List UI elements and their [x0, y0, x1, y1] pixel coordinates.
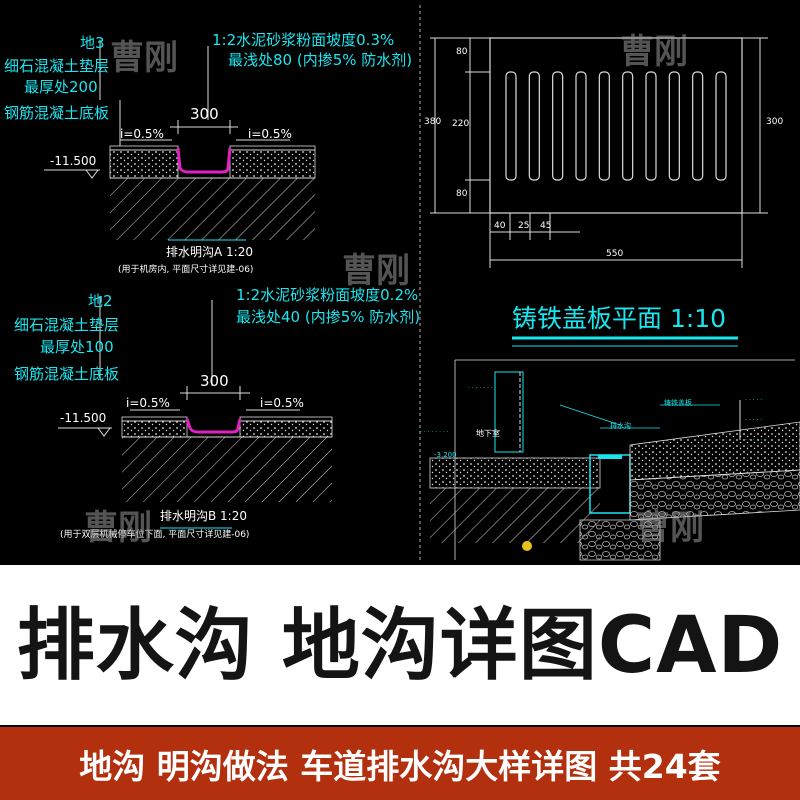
cad-drawing: . . . . . . . . . . . . . . . . . . . . …	[4, 5, 800, 561]
watermark: 曹刚	[620, 32, 688, 72]
detail-a-title: 排水明沟A 1:20	[166, 245, 253, 259]
svg-text:. . . . .: . . . . .	[745, 395, 762, 402]
detail-b-slope-left: i=0.5%	[126, 396, 170, 410]
cover-plan-title: 铸铁盖板平面 1:10	[512, 304, 727, 333]
trench-section: . . . . . . . . . . . . . . . . . . . . …	[420, 359, 800, 561]
cover-slot	[715, 71, 727, 181]
cover-slot	[668, 71, 680, 181]
cover-slot	[598, 71, 610, 181]
watermark: 曹刚	[636, 508, 704, 548]
section-label-trench: 排水沟	[610, 422, 631, 430]
detail-b-layer1-note: 最厚处100	[40, 338, 114, 356]
cover-dim-left-total: 380	[424, 117, 442, 127]
cover-slot	[622, 71, 634, 181]
detail-a-subtitle: (用于机房内, 平面尺寸详见建-06)	[118, 265, 254, 275]
section-label-level: -3.200	[434, 451, 457, 459]
watermark: 曹刚	[84, 508, 152, 548]
detail-b-layer2: 钢筋混凝土底板	[14, 365, 120, 383]
cover-dim-left-mid: 220	[452, 119, 470, 129]
cover-dim-left-top: 80	[456, 47, 468, 57]
detail-b-subtitle: (用于双层机械停车位下面, 平面尺寸详见建-06)	[60, 530, 250, 540]
detail-b-floor: 地2	[88, 292, 113, 310]
detail-a-layer1-note: 最厚处200	[24, 78, 98, 96]
title-banner	[0, 565, 800, 725]
svg-text:. . . . . . . .: . . . . . . . .	[420, 427, 449, 434]
cover-plan	[419, 5, 768, 560]
watermark: 曹刚	[342, 251, 410, 291]
cover-dim-bottom-part-3: 45	[540, 221, 552, 231]
detail-a-level: -11.500	[50, 154, 97, 168]
cover-dim-bottom-part-1: 40	[494, 221, 506, 231]
svg-text:. . . . .: . . . . .	[745, 435, 762, 442]
detail-a-section	[44, 40, 316, 241]
watermark: 曹刚	[110, 38, 178, 78]
cover-dim-right: 300	[766, 117, 784, 127]
cover-slot	[645, 71, 657, 181]
detail-b-slope-right: i=0.5%	[260, 396, 304, 410]
detail-a-slope-left: i=0.5%	[120, 127, 164, 141]
section-label-cover: 铸铁盖板	[664, 399, 692, 407]
cover-slot	[505, 71, 517, 181]
cover-dim-bottom-total: 550	[606, 249, 624, 259]
detail-a-mortar-note: 最浅处80 (内掺5% 防水剂)	[228, 51, 413, 69]
section-label-underground: 地下室	[476, 429, 500, 438]
svg-text:. . . . .: . . . . .	[745, 415, 762, 422]
banner-title: 排水沟 地沟详图CAD	[16, 601, 784, 691]
footer-bar	[0, 727, 800, 800]
cad-linework: . . . . . . . . . . . . . . . . . . . . …	[44, 5, 800, 561]
cover-dim-left-bottom: 80	[456, 189, 468, 199]
detail-b-mortar: 1:2水泥砂浆粉面坡度0.2%	[236, 286, 419, 304]
cover-slot	[528, 71, 540, 181]
detail-a-width: 300	[190, 105, 219, 123]
detail-a-layer2: 钢筋混凝土底板	[4, 104, 110, 122]
cover-slot	[552, 71, 564, 181]
detail-a-mortar: 1:2水泥砂浆粉面坡度0.3%	[212, 31, 395, 49]
detail-b-section	[58, 296, 333, 529]
cover-slot	[575, 71, 587, 181]
svg-text:. . . . . . .: . . . . . . .	[468, 383, 493, 390]
detail-a-layer1: 细石混凝土垫层	[4, 57, 110, 75]
detail-b-mortar-note: 最浅处40 (内掺5% 防水剂)	[236, 308, 421, 326]
detail-a-slope-right: i=0.5%	[248, 127, 292, 141]
cover-slot	[692, 71, 704, 181]
detail-b-layer1: 细石混凝土垫层	[14, 316, 120, 334]
detail-b-level: -11.500	[60, 411, 107, 425]
cover-dim-bottom-part-2: 25	[518, 221, 530, 231]
detail-b-width: 300	[200, 372, 229, 390]
footer-text: 地沟 明沟做法 车道排水沟大样详图 共24套	[79, 747, 721, 786]
detail-b-title: 排水明沟B 1:20	[160, 509, 247, 523]
detail-a-floor: 地3	[80, 34, 105, 52]
